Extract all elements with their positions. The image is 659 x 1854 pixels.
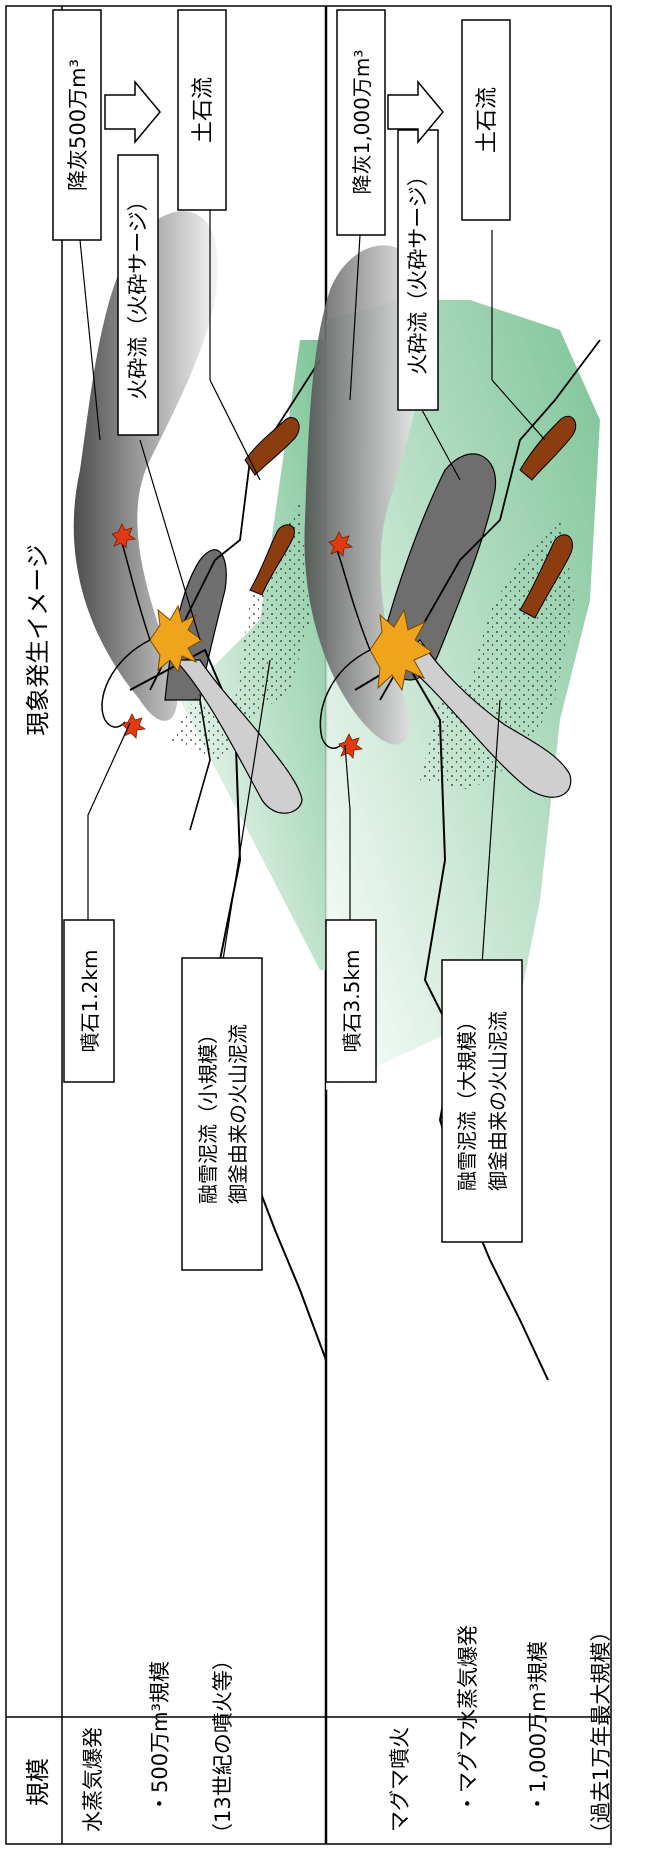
row1-ash-text: 降灰500万m³: [66, 59, 90, 191]
row1-arrow: [104, 79, 161, 145]
row2-lahar-text-2: 御釜由来の火山泥流: [486, 1011, 510, 1191]
row2-debris-label-box: 土石流: [461, 19, 511, 221]
row1-ash-plume: [73, 211, 219, 721]
row1-debris-label-box: 土石流: [177, 9, 227, 211]
row2-scale-value: ・1,000万m³規模: [526, 1641, 550, 1814]
row2-ballistic-text: 噴石3.5km: [340, 950, 364, 1053]
row2-eruption-subtype: ・マグマ水蒸気爆発: [456, 1625, 480, 1814]
row2-volcanic-bomb: [328, 531, 354, 557]
row1-debris-flow-1: [249, 524, 295, 596]
row2-debris-text: 土石流: [475, 87, 500, 153]
row1-pyroclastic-label-box: 火砕流（火砕サージ）: [117, 154, 159, 436]
row2-eruption-type: マグマ噴火: [388, 1727, 412, 1832]
row2-volcanic-bomb: [338, 733, 364, 759]
header-image-cell: 現象発生イメージ: [24, 544, 52, 736]
row2-pyroclastic-text: 火砕流（火砕サージ）: [406, 165, 430, 375]
row2-ash-plume: [304, 245, 429, 745]
row1-mountain-outline-2: [189, 699, 211, 831]
row2-mountain-right-flank: [379, 339, 601, 701]
row1-lahar-text-2: 御釜由来の火山泥流: [226, 1024, 250, 1204]
row1-pyroclastic-leader: [139, 439, 201, 641]
row1-scale-note: （13世紀の噴火等）: [211, 1649, 235, 1844]
row2-debris-flow-2: [519, 415, 577, 481]
row1-explosion-star: [149, 604, 203, 674]
header-scale-label: 規模: [24, 1758, 52, 1806]
row1-scale-cell: 水蒸気爆発 ・500万m³規模 （13世紀の噴火等）: [81, 1649, 235, 1844]
row1-ash-label-box: 降灰500万m³: [52, 9, 102, 241]
row2-ballistic-label-box: 噴石3.5km: [325, 919, 377, 1083]
row2-explosion-star: [369, 608, 434, 692]
row2-ballistic-leader-2: [344, 744, 351, 811]
row2-pyroclastic-label-box: 火砕流（火砕サージ）: [397, 129, 439, 411]
row1-ash-leader: [79, 239, 101, 441]
row1-eruption-type: 水蒸気爆発: [81, 1727, 105, 1832]
row2-scale-cell: マグマ噴火 ・マグマ水蒸気爆発 ・1,000万m³規模 （過去1万年最大規模）: [388, 1621, 613, 1844]
row1-lahar-leader: [222, 659, 271, 961]
row1-ballistic-trajectory: [101, 639, 151, 728]
row1-ballistic-label-box: 噴石1.2km: [63, 919, 115, 1083]
row1-lahar-flow: [173, 659, 303, 814]
row1-debris-leader-2: [209, 379, 261, 481]
row2-ash-label-box: 降灰1,000万m³: [336, 9, 386, 236]
row2-arrow: [387, 79, 444, 145]
row2-ash-leader: [349, 234, 361, 401]
row1-ballistic-leader-2: [87, 722, 131, 816]
row1-lahar-label-box: 融雪泥流（小規模） 御釜由来の火山泥流: [181, 957, 263, 1271]
row2-lahar-text-1: 融雪泥流（大規模）: [455, 1011, 479, 1191]
row1-lahar-text-1: 融雪泥流（小規模）: [196, 1024, 220, 1204]
header-scale-cell: 規模: [24, 1758, 52, 1806]
row1-debris-flow-2: [244, 417, 300, 476]
row2-volcano-illustration: [304, 230, 601, 1381]
row2-ash-text: 降灰1,000万m³: [350, 50, 374, 195]
row2-lahar-label-box: 融雪泥流（大規模） 御釜由来の火山泥流: [441, 959, 523, 1243]
row2-lahar-flow: [399, 639, 572, 798]
row2-debris-flow-1: [519, 534, 573, 619]
row2-lahar-leader: [481, 699, 501, 966]
row1-pyroclastic-text: 火砕流（火砕サージ）: [126, 190, 150, 400]
row2-debris-leader-2: [491, 379, 546, 441]
row2-scale-note: （過去1万年最大規模）: [589, 1621, 613, 1844]
row1-ballistic-text: 噴石1.2km: [78, 950, 102, 1053]
row1-mountain-right-flank: [149, 359, 321, 691]
row1-volcano-illustration: [73, 210, 327, 1361]
row1-volcanic-bomb: [111, 523, 137, 549]
row1-scale-value: ・500万m³規模: [148, 1661, 172, 1814]
row1-debris-text: 土石流: [191, 77, 216, 143]
row2-ballistic-trajectory: [319, 649, 371, 749]
header-image-label: 現象発生イメージ: [24, 544, 52, 736]
row2-pyroclastic-leader: [421, 409, 461, 481]
